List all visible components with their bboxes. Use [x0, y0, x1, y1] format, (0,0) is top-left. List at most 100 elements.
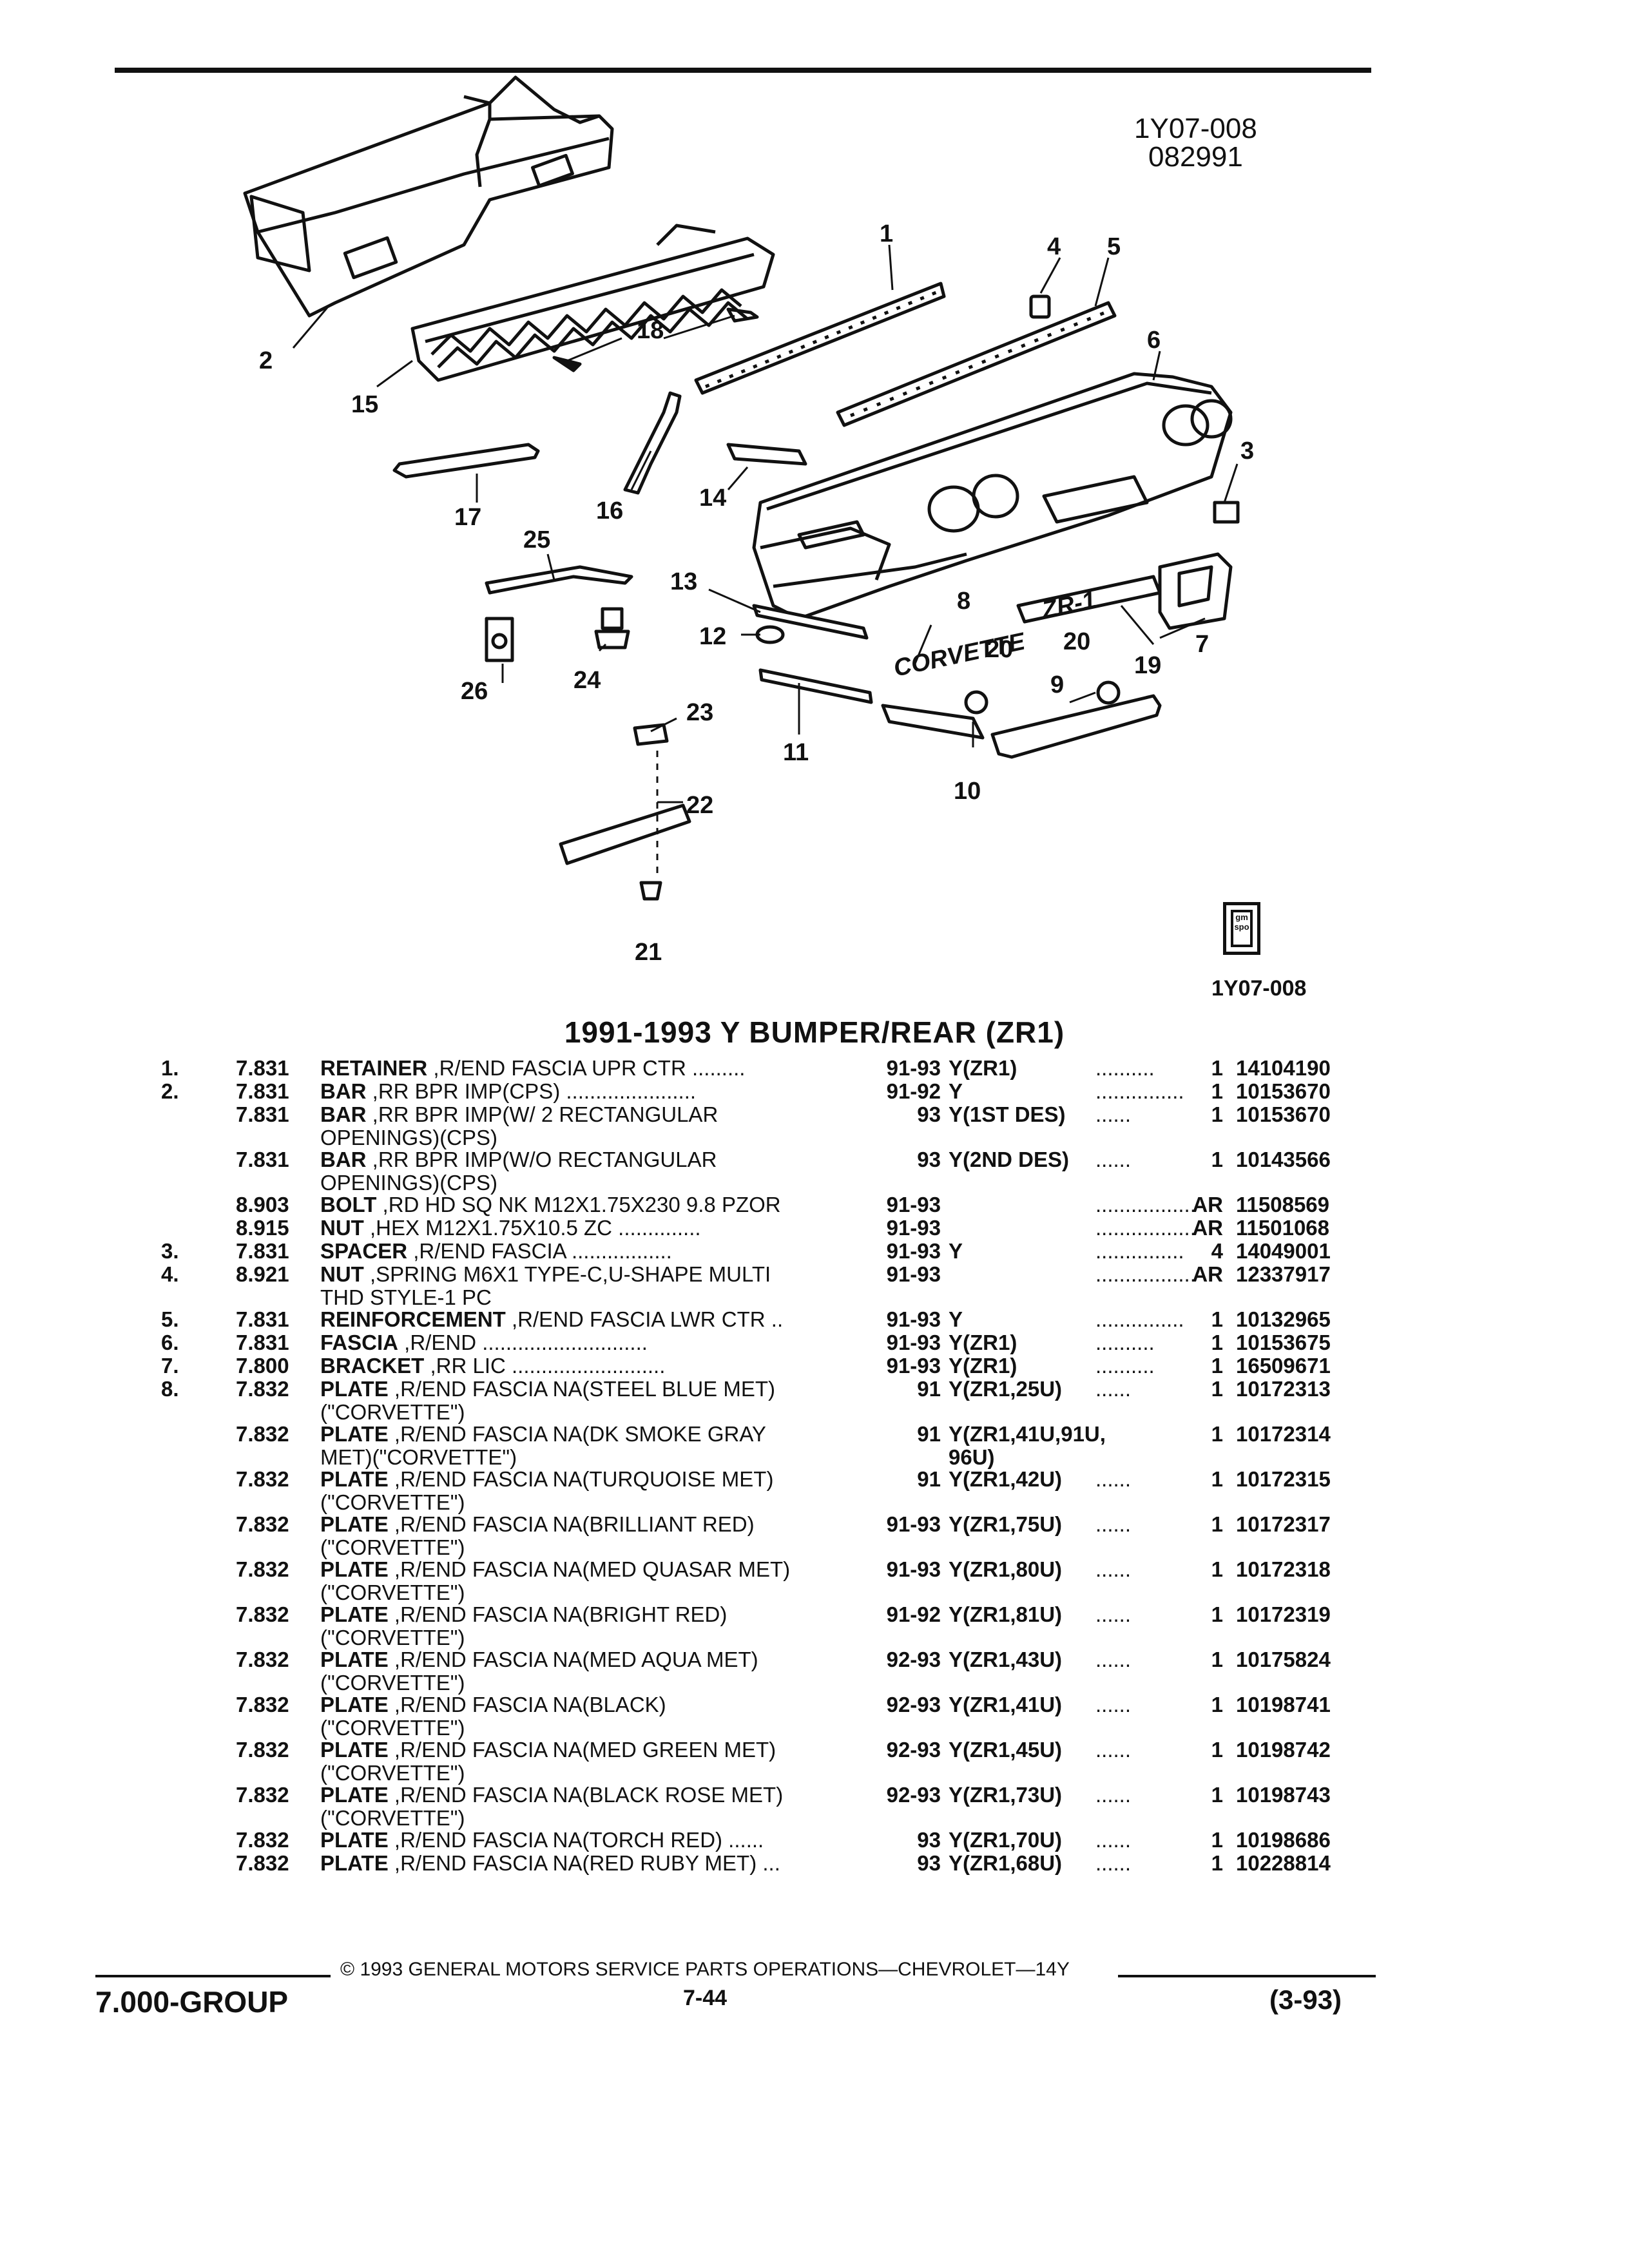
- part-detail-line2: ("CORVETTE"): [320, 1716, 465, 1740]
- callout-21: 21: [635, 939, 662, 966]
- part-description: NUT ,HEX M12X1.75X10.5 ZC ..............: [320, 1216, 849, 1240]
- section-title: 1991-1993 Y BUMPER/REAR (ZR1): [564, 1015, 1065, 1049]
- part-detail-line2: ("CORVETTE"): [320, 1671, 465, 1695]
- callout-10: 10: [954, 778, 981, 805]
- part-name: BRACKET: [320, 1354, 425, 1378]
- model-code: Y(ZR1,41U,91U,96U): [949, 1423, 1106, 1469]
- model-code: Y: [949, 1079, 963, 1103]
- part-number: 10198741: [1236, 1693, 1331, 1716]
- group-number: 7.832: [236, 1467, 289, 1491]
- group-number: 7.831: [236, 1148, 289, 1171]
- callout-9: 9: [1050, 671, 1064, 698]
- group-number: 8.903: [236, 1193, 289, 1216]
- part-number: 10172313: [1236, 1377, 1331, 1401]
- part-detail: ,SPRING M6X1 TYPE-C,U-SHAPE MULTI: [363, 1262, 771, 1286]
- callout-20b: 20: [1063, 628, 1090, 655]
- model-years: 93: [917, 1828, 941, 1852]
- part-description: BOLT ,RD HD SQ NK M12X1.75X230 9.8 PZOR: [320, 1193, 849, 1216]
- model-code: Y(ZR1,81U): [949, 1602, 1063, 1626]
- model-years: 93: [917, 1851, 941, 1875]
- exploded-parts-diagram: CORVETTE ZR-1 1 2 3 4 5 6 7 8 9 10 11 12…: [243, 75, 1254, 966]
- part-17: [392, 443, 540, 479]
- quantity: 4: [1211, 1239, 1223, 1263]
- diagram-id-small: 1Y07-008: [1211, 976, 1307, 1001]
- group-number: 7.832: [236, 1693, 289, 1716]
- part-name: FASCIA: [320, 1331, 399, 1354]
- part-detail: ,R/END FASCIA NA(TORCH RED) ......: [388, 1828, 764, 1852]
- part-19-badge: [1016, 575, 1162, 624]
- model-code: Y: [949, 1239, 963, 1263]
- callout-23: 23: [686, 699, 713, 726]
- footer-group: 7.000-GROUP: [95, 1985, 289, 2019]
- leader-dots: ......: [1095, 1512, 1132, 1536]
- part-name: PLATE: [320, 1738, 389, 1762]
- model-years: 91: [917, 1377, 941, 1401]
- model-years: 91-93: [886, 1307, 941, 1331]
- part-description: REINFORCEMENT ,R/END FASCIA LWR CTR ..: [320, 1308, 849, 1331]
- quantity: AR: [1192, 1216, 1223, 1240]
- part-description: PLATE ,R/END FASCIA NA(BLACK)("CORVETTE"…: [320, 1693, 849, 1740]
- quantity: 1: [1211, 1828, 1223, 1852]
- footer-rule-left: [95, 1975, 331, 1977]
- part-number: 10198743: [1236, 1783, 1331, 1807]
- part-detail-line2: OPENINGS)(CPS): [320, 1171, 498, 1195]
- part-name: PLATE: [320, 1693, 389, 1716]
- part-detail: ,RR BPR IMP(W/O RECTANGULAR: [366, 1148, 717, 1171]
- part-detail-line2: ("CORVETTE"): [320, 1626, 465, 1649]
- part-number: 10153670: [1236, 1102, 1331, 1126]
- part-detail: ,R/END FASCIA NA(DK SMOKE GRAY: [388, 1422, 766, 1446]
- part-detail: ,R/END FASCIA NA(MED QUASAR MET): [388, 1557, 791, 1581]
- group-number: 8.915: [236, 1216, 289, 1240]
- part-20-nut-b: [1096, 680, 1121, 705]
- callout-20: 20: [986, 636, 1013, 663]
- part-description: FASCIA ,R/END ..........................…: [320, 1331, 849, 1354]
- callout-5: 5: [1107, 233, 1121, 260]
- diagram-id-block: 1Y07-008 082991: [1134, 115, 1257, 171]
- quantity: 1: [1211, 1783, 1223, 1807]
- group-number: 7.832: [236, 1377, 289, 1401]
- part-name: BAR: [320, 1148, 367, 1171]
- part-detail: ,R/END FASCIA NA(BRILLIANT RED): [388, 1512, 755, 1536]
- model-years: 91-92: [886, 1602, 941, 1626]
- leader-dots: ...............: [1095, 1307, 1184, 1331]
- footer-page-number: 7-44: [683, 1986, 728, 2010]
- quantity: 1: [1211, 1148, 1223, 1171]
- leader-dots: .................: [1095, 1262, 1196, 1286]
- leader-dots: ......: [1095, 1828, 1132, 1852]
- quantity: 1: [1211, 1557, 1223, 1581]
- footer-copyright: © 1993 GENERAL MOTORS SERVICE PARTS OPER…: [340, 1959, 1070, 1980]
- quantity: 1: [1211, 1467, 1223, 1491]
- callout-7: 7: [1195, 631, 1209, 658]
- quantity: 1: [1211, 1102, 1223, 1126]
- leader-dots: ......: [1095, 1557, 1132, 1581]
- ref-number: 6.: [161, 1331, 179, 1354]
- part-detail-line2: ("CORVETTE"): [320, 1581, 465, 1604]
- model-code: Y(ZR1): [949, 1056, 1017, 1080]
- model-years: 91-92: [886, 1079, 941, 1103]
- part-12: [755, 625, 785, 644]
- quantity: 1: [1211, 1307, 1223, 1331]
- model-code: Y(ZR1,45U): [949, 1738, 1063, 1762]
- callout-4: 4: [1047, 233, 1061, 260]
- part-10: [881, 704, 985, 740]
- part-description: RETAINER ,R/END FASCIA UPR CTR .........: [320, 1057, 849, 1080]
- group-number: 8.921: [236, 1262, 289, 1286]
- part-name: BAR: [320, 1102, 367, 1126]
- part-detail-line2: ("CORVETTE"): [320, 1400, 465, 1424]
- callout-2: 2: [259, 347, 273, 374]
- leader-dots: ......: [1095, 1148, 1132, 1171]
- callout-24: 24: [574, 667, 601, 694]
- model-years: 91-93: [886, 1262, 941, 1286]
- model-years: 91-93: [886, 1354, 941, 1378]
- leader-dots: ......: [1095, 1693, 1132, 1716]
- model-code: Y(1ST DES): [949, 1102, 1066, 1126]
- part-description: PLATE ,R/END FASCIA NA(MED AQUA MET)("CO…: [320, 1648, 849, 1695]
- part-detail: ,R/END FASCIA NA(RED RUBY MET) ...: [388, 1851, 780, 1875]
- leader-dots: ......: [1095, 1783, 1132, 1807]
- model-years: 92-93: [886, 1648, 941, 1671]
- part-description: PLATE ,R/END FASCIA NA(STEEL BLUE MET)("…: [320, 1378, 849, 1424]
- top-rule: [115, 68, 1371, 73]
- leader-dots: ...............: [1095, 1079, 1184, 1103]
